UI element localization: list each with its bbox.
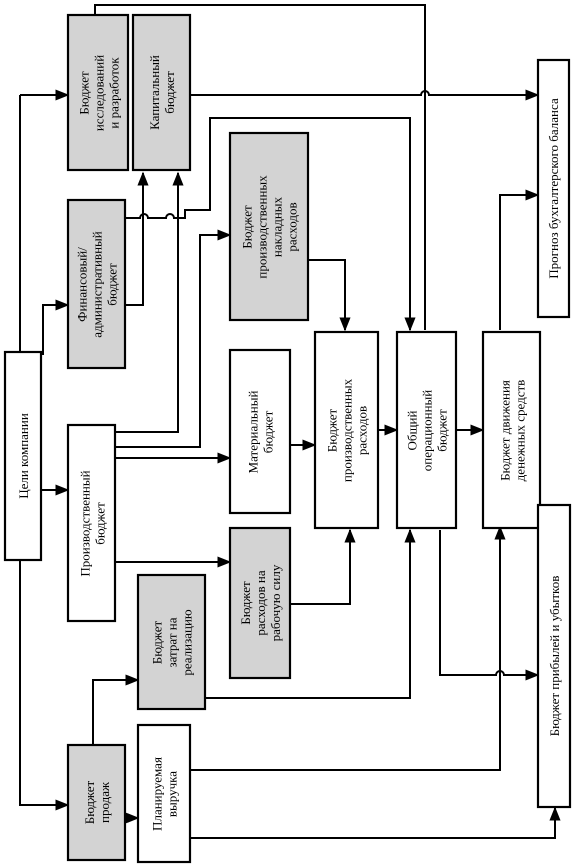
- production-budget-label: Производственный бюджет: [76, 469, 107, 577]
- production-to-capital: [115, 171, 184, 433]
- production-budget-box: [66, 423, 117, 623]
- pnl-budget-box: [536, 503, 572, 809]
- sales-budget-box: [66, 743, 127, 862]
- labor-budget-box: [228, 526, 292, 680]
- labor-budget-label: Бюджет расходов на рабочую силу: [237, 564, 283, 642]
- production-to-overhead: [115, 229, 232, 448]
- revenue-to-cashflow: [190, 525, 506, 771]
- balance-forecast-box: [536, 58, 571, 319]
- pnl-budget-label: Бюджет прибылей и убытков: [546, 575, 562, 737]
- capital-to-balance: [190, 89, 540, 101]
- overhead-to-prodcost: [308, 259, 351, 332]
- boxes: [3, 13, 572, 864]
- operating-to-pnl: [439, 530, 540, 681]
- material-budget-box: [228, 348, 292, 515]
- selling-cost-budget-box: [136, 573, 207, 711]
- operating-budget-label: Общий операционный бюджет: [404, 389, 449, 471]
- fin-admin-budget-label: Финансовый/ административный бюджет: [74, 230, 119, 338]
- revenue-to-pnl: [190, 806, 561, 839]
- fin-to-operating: [125, 117, 416, 332]
- operating-budget-box: [395, 330, 458, 530]
- selling-to-operating: [205, 528, 416, 699]
- sales-to-selling: [92, 674, 140, 745]
- cash-flow-budget-box: [481, 330, 542, 530]
- cash-flow-budget-label: Бюджет движения денежных средств: [496, 379, 527, 481]
- rnd-budget-box: [66, 13, 130, 172]
- labor-to-prodcost: [290, 528, 356, 605]
- rnd-budget-label: Бюджет исследований и разработок: [75, 54, 121, 131]
- selling-cost-budget-label: Бюджет затрат на реализацию: [149, 608, 194, 676]
- fin-admin-budget-box: [66, 198, 127, 370]
- goals-to-sales: [19, 560, 70, 811]
- capital-budget-label: Капитальный бюджет: [146, 55, 177, 130]
- company-goals-box: [3, 350, 43, 562]
- production-cost-budget-box: [313, 330, 380, 530]
- capital-budget-box: [131, 13, 192, 172]
- overhead-budget-label: Бюджет производственных накладных расход…: [239, 174, 299, 279]
- goals-fin-link: [42, 299, 70, 355]
- sales-budget-label: Бюджет продаж: [81, 780, 112, 825]
- cashflow-to-balance: [499, 189, 540, 330]
- fin-to-rnd: [125, 171, 149, 306]
- rnd-to-operating: [94, 4, 426, 330]
- planned-revenue-label: Планируемая выручка: [149, 756, 179, 831]
- planned-revenue-box: [136, 723, 192, 864]
- balance-forecast-label: Прогноз бухгалтерского баланса: [546, 98, 561, 279]
- connectors: [19, 4, 561, 839]
- production-cost-budget-label: Бюджет производственных расходов: [324, 378, 369, 482]
- material-budget-label: Материальный бюджет: [245, 390, 275, 473]
- overhead-budget-box: [228, 131, 310, 322]
- company-goals-label: Цели компании: [15, 413, 31, 499]
